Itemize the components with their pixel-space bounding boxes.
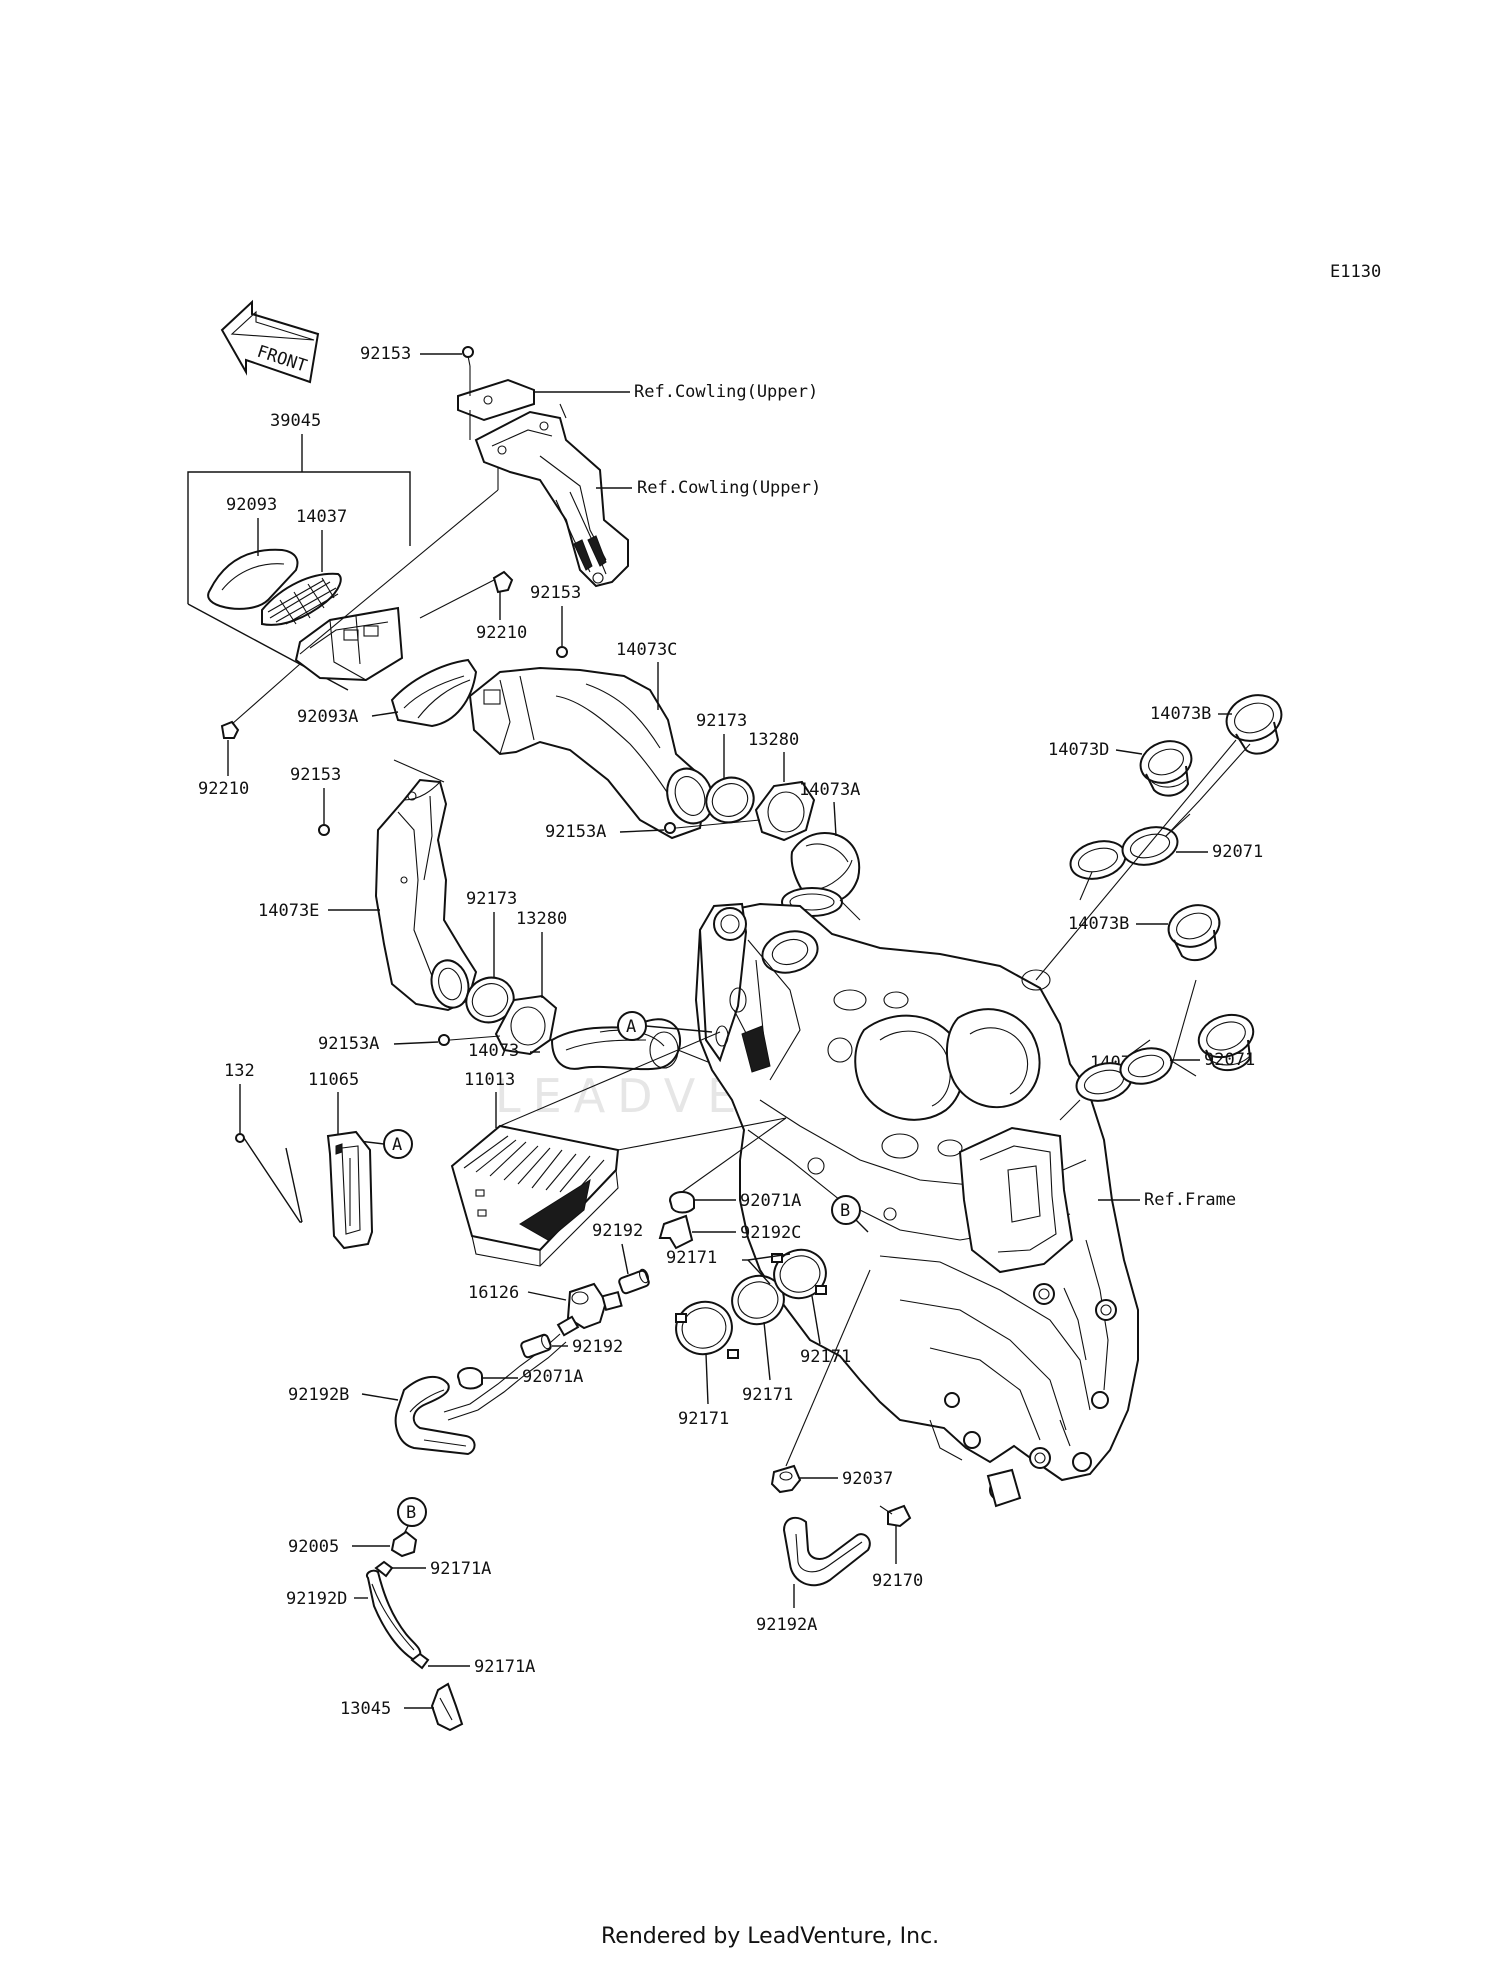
callout-39045: 39045 bbox=[270, 411, 321, 431]
drain-group: 92005 92171A 92192D 92171A 13045 bbox=[286, 1530, 535, 1732]
callout-92170: 92170 bbox=[872, 1571, 923, 1591]
svg-text:A: A bbox=[392, 1135, 402, 1155]
grommet-92071A-upper: 92071A bbox=[669, 1117, 801, 1214]
callout-92173-upper: 92173 bbox=[696, 711, 747, 731]
frame-assembly: Ref.Frame bbox=[694, 902, 1236, 1508]
velocity-stacks: 14073B 14073D 92071 14073B 14073D bbox=[1035, 694, 1283, 1121]
lower-intake-joint: 92173 13280 92153A 14073 bbox=[318, 889, 719, 1071]
valve-16126: 16126 bbox=[443, 1282, 623, 1421]
duct-14073C: 92153 14073C bbox=[468, 583, 714, 840]
callout-14037: 14037 bbox=[296, 507, 347, 527]
grommet-92071A-lower: 92071A bbox=[457, 1367, 583, 1390]
callout-92071A-lower: 92071A bbox=[522, 1367, 583, 1387]
callout-92192D: 92192D bbox=[286, 1589, 347, 1609]
diagram-code: E1130 bbox=[1330, 262, 1381, 282]
callout-92071-bottom: 92071 bbox=[1204, 1050, 1255, 1070]
ref-marker-b-part: B bbox=[397, 1497, 427, 1535]
callout-132: 132 bbox=[224, 1061, 255, 1081]
part-11065: 132 11065 bbox=[224, 1061, 374, 1250]
callout-92071-top: 92071 bbox=[1212, 842, 1263, 862]
callout-14073: 14073 bbox=[468, 1041, 519, 1061]
callout-92071A-upper: 92071A bbox=[740, 1191, 801, 1211]
callout-14073E: 14073E bbox=[258, 901, 319, 921]
footer-credit: Rendered by LeadVenture, Inc. bbox=[601, 1924, 939, 1949]
clamps-92171: 92171 92171 92171 92171 bbox=[666, 1248, 851, 1429]
callout-92153A-upper: 92153A bbox=[545, 822, 606, 842]
svg-text:A: A bbox=[626, 1017, 636, 1037]
callout-14073B-top: 14073B bbox=[1150, 704, 1211, 724]
svg-text:B: B bbox=[406, 1503, 416, 1523]
clip-92192C: 92192C bbox=[658, 1214, 801, 1250]
callout-13280-lower: 13280 bbox=[516, 909, 567, 929]
ref-cowling-upper-1: Ref.Cowling(Upper) bbox=[634, 382, 818, 402]
callout-92192-lower: 92192 bbox=[572, 1337, 623, 1357]
callout-92153-left: 92153 bbox=[290, 765, 341, 785]
callout-92192-upper: 92192 bbox=[592, 1221, 643, 1241]
callout-92192C: 92192C bbox=[740, 1223, 801, 1243]
ref-cowling-upper-2: Ref.Cowling(Upper) bbox=[637, 478, 821, 498]
callout-16126: 16126 bbox=[468, 1283, 519, 1303]
callout-92153-mid: 92153 bbox=[530, 583, 581, 603]
callout-92171-4: 92171 bbox=[678, 1409, 729, 1429]
ref-frame: Ref.Frame bbox=[1144, 1190, 1236, 1210]
ref-marker-b-frame: B bbox=[831, 1195, 869, 1233]
hose-92192: 92192 92192 bbox=[520, 1221, 650, 1359]
duct-14073E: 92153 14073E bbox=[258, 759, 478, 1012]
callout-92037: 92037 bbox=[842, 1469, 893, 1489]
callout-92171-3: 92171 bbox=[742, 1385, 793, 1405]
callout-92153A-lower: 92153A bbox=[318, 1034, 379, 1054]
callout-14073D-top: 14073D bbox=[1048, 740, 1109, 760]
callout-11065: 11065 bbox=[308, 1070, 359, 1090]
front-arrow-icon: FRONT bbox=[220, 299, 320, 384]
duct-assembly-39045: 39045 92093 14037 92210 92210 bbox=[187, 411, 527, 799]
cowling-bracket: 92153 Ref.Cowling(Upper) Ref.Cowling(Upp… bbox=[360, 344, 821, 588]
callout-14073B-bottom: 14073B bbox=[1068, 914, 1129, 934]
callout-92192A: 92192A bbox=[756, 1615, 817, 1635]
callout-92171-2: 92171 bbox=[800, 1347, 851, 1367]
callout-92005: 92005 bbox=[288, 1537, 339, 1557]
callout-92153-top: 92153 bbox=[360, 344, 411, 364]
callout-92173-lower: 92173 bbox=[466, 889, 517, 909]
callout-11013: 11013 bbox=[464, 1070, 515, 1090]
callout-92171-1: 92171 bbox=[666, 1248, 717, 1268]
callout-14073C: 14073C bbox=[616, 640, 677, 660]
callout-13280-upper: 13280 bbox=[748, 730, 799, 750]
inlet-92093A: 92093A bbox=[297, 658, 478, 728]
callout-13045: 13045 bbox=[340, 1699, 391, 1719]
callout-14073A: 14073A bbox=[799, 780, 860, 800]
callout-92210-right: 92210 bbox=[476, 623, 527, 643]
callout-92093: 92093 bbox=[226, 495, 277, 515]
ref-marker-a-frame: A bbox=[617, 1011, 713, 1041]
hose-group-92192A: 92037 92170 92192A bbox=[756, 1269, 923, 1635]
air-filter-11013: 11013 bbox=[450, 1031, 787, 1267]
hose-92192B: 92192B bbox=[288, 1375, 476, 1456]
callout-92210-left: 92210 bbox=[198, 779, 249, 799]
callout-92093A: 92093A bbox=[297, 707, 358, 727]
callout-92192B: 92192B bbox=[288, 1385, 349, 1405]
callout-92171A-lower: 92171A bbox=[474, 1657, 535, 1677]
callout-92171A-upper: 92171A bbox=[430, 1559, 491, 1579]
svg-text:B: B bbox=[840, 1201, 850, 1221]
